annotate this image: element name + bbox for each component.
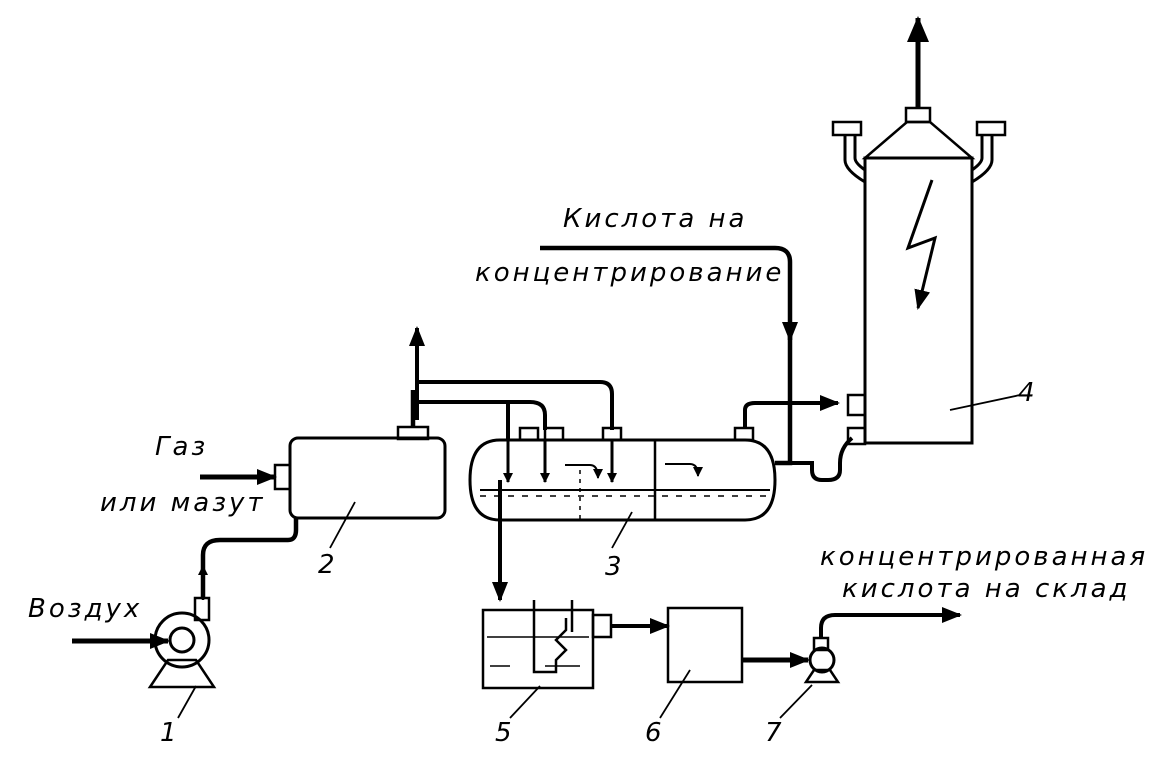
number-7: 7 [765,718,782,748]
pump-7 [803,636,841,684]
acid-feed-label-line2: концентрирование [475,258,785,288]
air-label: Воздух [28,594,143,624]
number-5: 5 [495,718,512,748]
air-pipe [200,518,299,598]
fuel-label-line2: или мазут [100,488,266,518]
product-pipe [819,607,962,638]
number-2: 2 [318,550,335,580]
number-1: 1 [160,718,177,748]
acid-feed-pipe [540,245,798,342]
concentrator-3 [468,426,777,522]
cooler-5 [481,600,613,690]
number-4: 4 [1018,378,1035,408]
product-label-line2: кислота на склад [842,574,1131,604]
furnace-2 [273,425,447,520]
fuel-label-line1: Газ [155,432,209,462]
separator-6 [666,606,744,684]
acid-feed-label-line1: Кислота на [563,204,748,234]
product-label-line1: концентрированная [820,542,1149,572]
number-3: 3 [605,552,622,582]
tower-4 [831,106,1007,446]
number-6: 6 [645,718,662,748]
